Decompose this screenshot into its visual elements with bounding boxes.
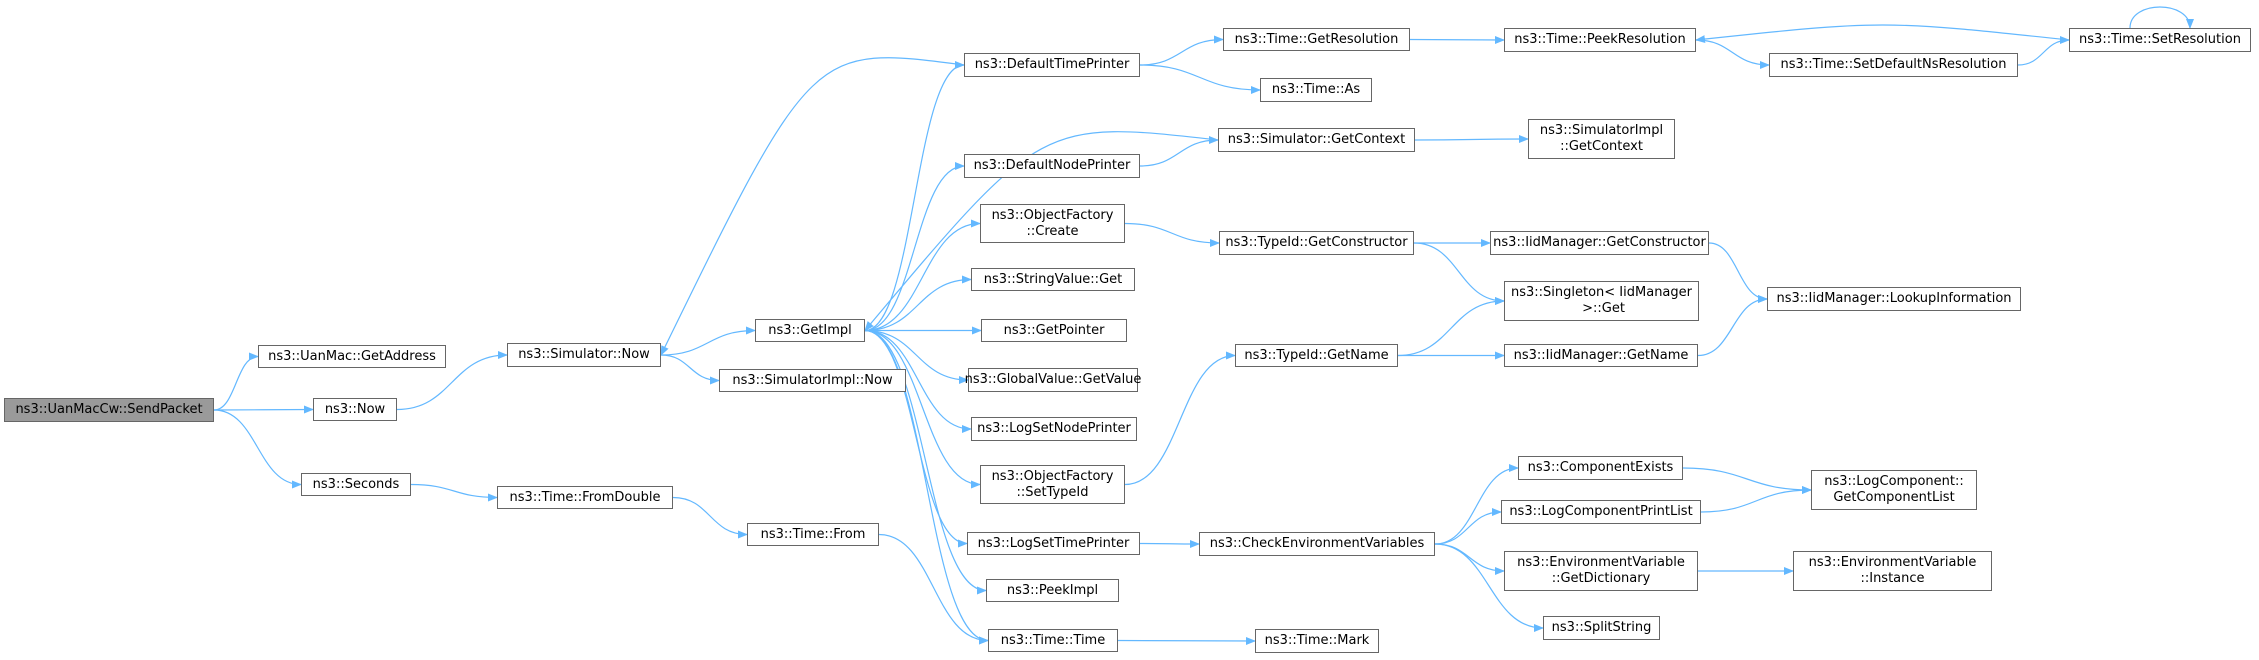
graph-node-peekimpl[interactable]: ns3::PeekImpl xyxy=(986,579,1119,602)
call-edge-time-getresolution-to-time-peekresolution xyxy=(1409,35,1505,44)
graph-node-time-peekresolution[interactable]: ns3::Time::PeekResolution xyxy=(1504,28,1696,52)
call-edge-logsettimeprinter-to-check-env-vars xyxy=(1139,539,1200,548)
graph-node-iidmanager-lookupinformation[interactable]: ns3::IidManager::LookupInformation xyxy=(1767,287,2021,311)
graph-node-objfactory-create[interactable]: ns3::ObjectFactory ::Create xyxy=(980,204,1125,243)
graph-node-check-env-vars[interactable]: ns3::CheckEnvironmentVariables xyxy=(1199,532,1435,556)
call-edge-default-time-printer-to-time-getresolution xyxy=(1139,35,1224,66)
graph-node-simimpl-getcontext[interactable]: ns3::SimulatorImpl ::GetContext xyxy=(1528,119,1675,159)
graph-node-logcomponent-getcomponentlist[interactable]: ns3::LogComponent:: GetComponentList xyxy=(1811,470,1977,510)
graph-node-time-fromdouble[interactable]: ns3::Time::FromDouble xyxy=(497,486,673,509)
call-edge-seconds-to-time-fromdouble xyxy=(410,483,498,502)
call-edge-objfactory-settypeid-to-typeid-getname xyxy=(1124,351,1236,486)
call-edge-simulator-getcontext-to-simimpl-getcontext xyxy=(1414,135,1529,144)
graph-node-singleton-get[interactable]: ns3::Singleton< IidManager >::Get xyxy=(1504,281,1699,321)
graph-node-logcomponentprintlist[interactable]: ns3::LogComponentPrintList xyxy=(1501,500,1701,524)
call-edge-send-packet-to-get-address xyxy=(213,352,259,411)
graph-node-componentexists[interactable]: ns3::ComponentExists xyxy=(1518,456,1683,480)
graph-node-logsetnodeprinter[interactable]: ns3::LogSetNodePrinter xyxy=(971,417,1137,441)
call-edge-typeid-getconstructor-to-singleton-get xyxy=(1413,242,1505,305)
graph-node-envvar-instance[interactable]: ns3::EnvironmentVariable ::Instance xyxy=(1793,551,1992,591)
call-edge-getimpl-to-logsetnodeprinter xyxy=(864,329,972,433)
call-edge-default-time-printer-to-time-as xyxy=(1139,64,1261,94)
call-edge-getimpl-to-objfactory-settypeid xyxy=(864,329,981,489)
graph-node-getimpl[interactable]: ns3::GetImpl xyxy=(755,319,865,342)
graph-node-simimpl-now[interactable]: ns3::SimulatorImpl::Now xyxy=(719,369,906,392)
graph-node-objfactory-settypeid[interactable]: ns3::ObjectFactory ::SetTypeId xyxy=(980,465,1125,504)
call-edge-simulator-now-to-simimpl-now xyxy=(660,354,720,385)
graph-node-envvar-getdictionary[interactable]: ns3::EnvironmentVariable ::GetDictionary xyxy=(1504,551,1698,591)
graph-node-default-node-printer[interactable]: ns3::DefaultNodePrinter xyxy=(964,154,1140,178)
call-edge-getimpl-to-default-time-printer xyxy=(864,61,965,332)
graph-node-simulator-now[interactable]: ns3::Simulator::Now xyxy=(507,343,661,367)
graph-node-time-mark[interactable]: ns3::Time::Mark xyxy=(1255,629,1379,653)
call-edge-check-env-vars-to-splitstring xyxy=(1434,543,1544,632)
call-edge-objfactory-create-to-typeid-getconstructor xyxy=(1124,222,1220,247)
graph-node-get-address[interactable]: ns3::UanMac::GetAddress xyxy=(258,345,446,368)
graph-node-now[interactable]: ns3::Now xyxy=(313,398,397,421)
graph-node-stringvalue-get[interactable]: ns3::StringValue::Get xyxy=(971,268,1135,291)
call-edge-check-env-vars-to-componentexists xyxy=(1434,464,1519,545)
graph-node-iidmanager-getname[interactable]: ns3::IidManager::GetName xyxy=(1504,344,1698,367)
graph-node-iidmanager-getconstructor[interactable]: ns3::IidManager::GetConstructor xyxy=(1490,231,1709,255)
graph-node-globalvalue-getvalue[interactable]: ns3::GlobalValue::GetValue xyxy=(965,368,1141,392)
call-edge-send-packet-to-now xyxy=(213,405,314,414)
call-edge-getimpl-to-objfactory-create xyxy=(864,219,981,332)
graph-node-send-packet[interactable]: ns3::UanMacCw::SendPacket xyxy=(4,398,214,422)
graph-node-splitstring[interactable]: ns3::SplitString xyxy=(1543,616,1660,640)
graph-node-time-setdefaultnsresolution[interactable]: ns3::Time::SetDefaultNsResolution xyxy=(1769,53,2018,77)
call-edge-time-setresolution-to-time-peekresolution xyxy=(1695,24,2070,44)
graph-node-simulator-getcontext[interactable]: ns3::Simulator::GetContext xyxy=(1218,128,1415,152)
call-edge-now-to-simulator-now xyxy=(396,351,508,411)
call-edge-simulator-getcontext-to-getimpl xyxy=(864,131,1219,332)
call-edge-logcomponentprintlist-to-logcomponent-getcomponentlist xyxy=(1700,486,1812,513)
graph-node-time-as[interactable]: ns3::Time::As xyxy=(1260,78,1372,102)
call-edge-check-env-vars-to-logcomponentprintlist xyxy=(1434,508,1502,545)
call-edge-getimpl-to-default-node-printer xyxy=(864,162,965,332)
call-edge-simulator-now-to-getimpl xyxy=(660,326,756,356)
call-edge-componentexists-to-logcomponent-getcomponentlist xyxy=(1682,467,1812,494)
call-edge-getimpl-to-time-time xyxy=(864,329,989,645)
graph-node-getpointer[interactable]: ns3::GetPointer xyxy=(981,319,1127,342)
call-edge-send-packet-to-seconds xyxy=(213,409,302,489)
call-edge-default-time-printer-to-simulator-now xyxy=(660,57,965,356)
call-edge-getimpl-to-globalvalue-getvalue xyxy=(864,329,969,384)
call-edge-iidmanager-getname-to-iidmanager-lookupinformation xyxy=(1697,295,1768,357)
graph-node-logsettimeprinter[interactable]: ns3::LogSetTimePrinter xyxy=(967,532,1140,555)
graph-node-default-time-printer[interactable]: ns3::DefaultTimePrinter xyxy=(964,53,1140,77)
graph-node-time-getresolution[interactable]: ns3::Time::GetResolution xyxy=(1223,28,1410,51)
call-edge-time-setresolution-to-time-setresolution xyxy=(2129,6,2194,29)
call-edge-default-node-printer-to-simulator-getcontext xyxy=(1139,136,1219,167)
call-edge-time-peekresolution-to-time-setdefaultnsresolution xyxy=(1695,39,1770,69)
graph-node-time-time[interactable]: ns3::Time::Time xyxy=(988,629,1118,652)
graph-node-time-from[interactable]: ns3::Time::From xyxy=(747,523,879,546)
call-edge-check-env-vars-to-envvar-getdictionary xyxy=(1434,543,1505,575)
call-edge-getimpl-to-stringvalue-get xyxy=(864,275,972,332)
call-edge-iidmanager-getconstructor-to-iidmanager-lookupinformation xyxy=(1708,242,1768,303)
call-edge-time-fromdouble-to-time-from xyxy=(672,496,748,539)
call-edge-time-setdefaultnsresolution-to-time-setresolution xyxy=(2017,36,2070,66)
call-edge-time-from-to-time-time xyxy=(878,533,989,645)
graph-node-seconds[interactable]: ns3::Seconds xyxy=(301,473,411,496)
graph-node-typeid-getconstructor[interactable]: ns3::TypeId::GetConstructor xyxy=(1219,231,1414,255)
call-edge-time-time-to-time-mark xyxy=(1117,636,1256,645)
graph-node-typeid-getname[interactable]: ns3::TypeId::GetName xyxy=(1235,344,1398,367)
call-edge-typeid-getname-to-singleton-get xyxy=(1397,297,1505,357)
graph-node-time-setresolution[interactable]: ns3::Time::SetResolution xyxy=(2069,28,2251,52)
call-edge-getimpl-to-peekimpl xyxy=(864,329,987,595)
